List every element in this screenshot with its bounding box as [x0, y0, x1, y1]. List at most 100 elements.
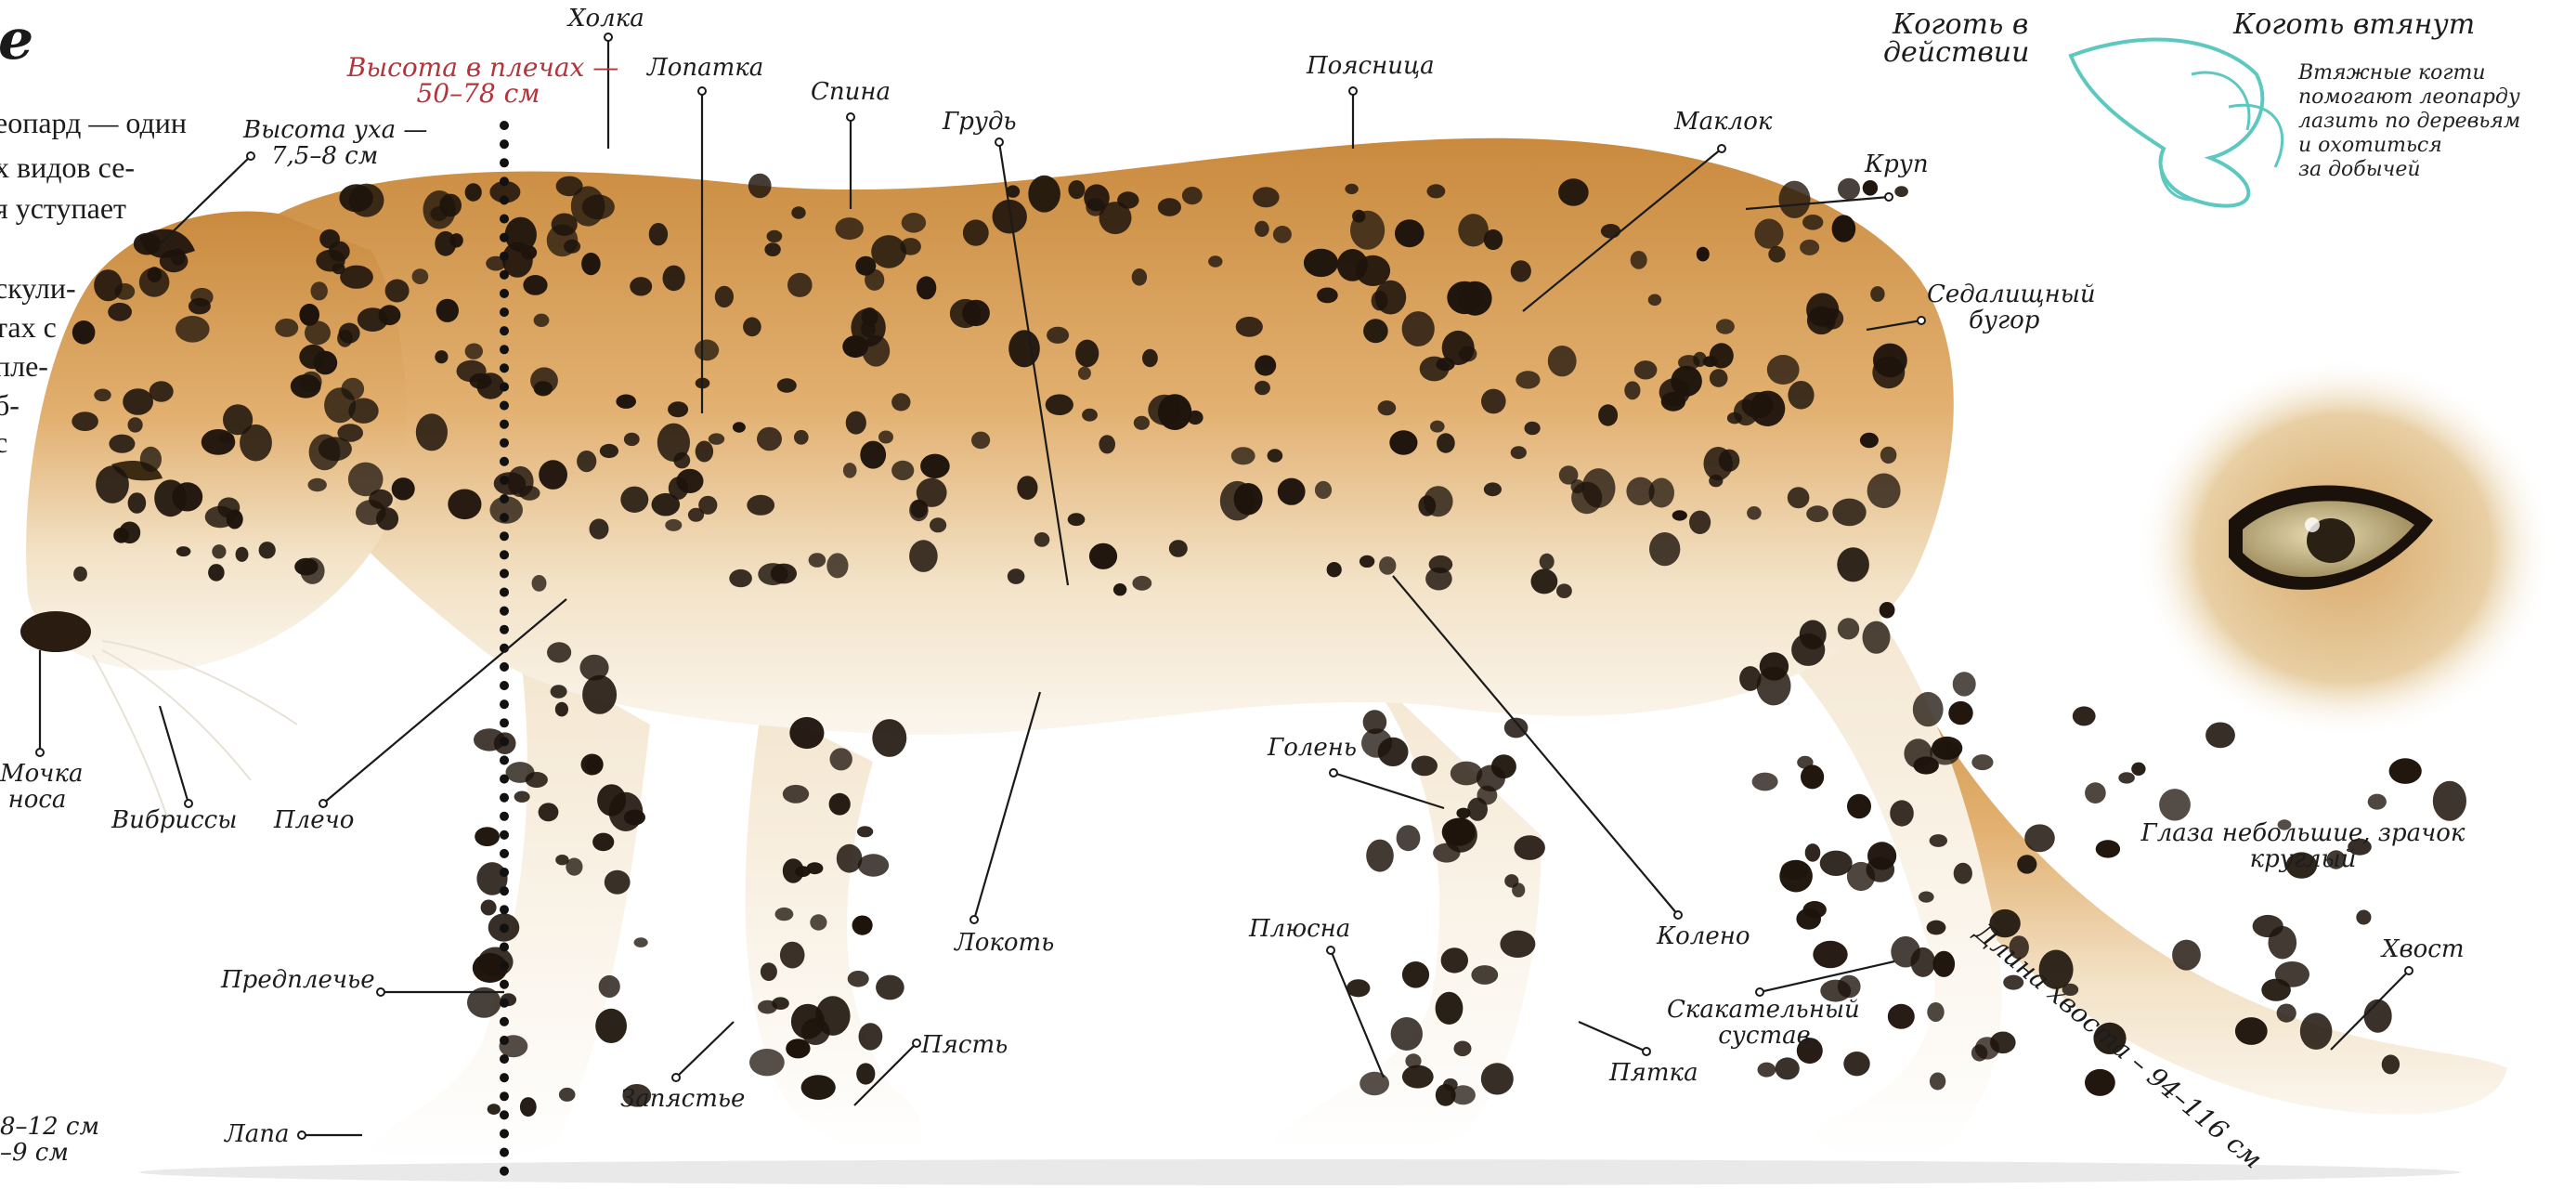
rosette-spot: [2382, 1054, 2400, 1074]
rosette-spot: [190, 288, 213, 307]
rosette-spot: [829, 793, 851, 816]
rosette-spot: [1847, 862, 1875, 891]
rosette-spot: [1034, 532, 1050, 547]
rosette-spot: [1084, 184, 1110, 211]
rosette-spot: [1768, 246, 1785, 263]
rosette-spot: [1975, 1037, 1999, 1059]
rosette-spot: [1888, 1004, 1915, 1029]
rosette-spot: [1436, 992, 1464, 1025]
rosette-spot: [94, 269, 123, 301]
rosette-spot: [767, 230, 783, 242]
rosette-spot: [826, 553, 848, 578]
rosette-spot: [72, 320, 96, 345]
rosette-spot: [2073, 706, 2096, 725]
rosette-spot: [1863, 180, 1878, 196]
rosette-spot: [665, 519, 682, 531]
claw-note-2: помогают леопарду: [2298, 85, 2520, 110]
rosette-spot: [1142, 349, 1158, 367]
rosette-spot: [871, 235, 906, 268]
rosette-spot: [176, 546, 191, 556]
rosette-spot: [715, 286, 734, 307]
rosette-spot: [1504, 874, 1518, 888]
rosette-spot: [971, 432, 990, 450]
rosette-spot: [1405, 1053, 1421, 1068]
rosette-spot: [385, 280, 410, 303]
claw-note-3: лазить по деревьям: [2298, 110, 2520, 134]
rosette-spot: [1634, 360, 1658, 379]
rosette-spot: [1758, 1063, 1776, 1078]
rosette-spot: [676, 469, 703, 493]
rosette-spot: [154, 479, 187, 516]
rosette-spot: [599, 975, 620, 998]
rosette-spot: [1624, 381, 1640, 399]
rosette-spot: [1919, 892, 1934, 903]
rosette-spot: [1797, 756, 1813, 769]
rosette-spot: [1391, 1017, 1423, 1051]
rosette-spot: [1800, 621, 1827, 650]
rosette-spot: [1366, 840, 1394, 872]
label-withers: Холка: [568, 5, 644, 33]
rosette-spot: [1429, 555, 1453, 573]
rosette-spot: [1802, 215, 1823, 230]
rosette-spot: [176, 316, 210, 343]
rosette-spot: [2118, 772, 2135, 783]
rosette-spot: [783, 785, 809, 804]
rosette-spot: [1776, 1057, 1800, 1079]
rosette-spot: [109, 435, 135, 453]
rosette-spot: [1838, 618, 1859, 639]
rosette-spot: [1820, 851, 1853, 876]
rosette-spot: [775, 908, 794, 921]
label-metatarsus: Плюсна: [1249, 915, 1350, 943]
rosette-spot: [1867, 842, 1896, 869]
label-wrist: Запястье: [620, 1085, 745, 1113]
rosette-spot: [94, 389, 111, 402]
label-whiskers: Вибриссы: [111, 806, 237, 834]
rosette-spot: [758, 563, 787, 585]
rosette-spot: [1880, 447, 1897, 464]
rosette-spot: [843, 463, 857, 478]
rosette-spot: [1075, 340, 1099, 368]
rosette-spot: [848, 971, 869, 987]
rosette-spot: [649, 223, 668, 245]
rosette-spot: [1873, 344, 1907, 378]
rosette-spot: [842, 335, 868, 358]
rosette-spot: [1880, 602, 1895, 619]
rosette-spot: [1418, 495, 1436, 516]
rosette-spot: [1451, 762, 1483, 786]
label-back: Спина: [811, 78, 891, 106]
rosette-spot: [2389, 758, 2422, 784]
rosette-spot: [688, 508, 704, 522]
claw-action-label-2: действии: [1883, 39, 2029, 67]
rosette-spot: [539, 803, 559, 821]
rosette-spot: [160, 250, 189, 272]
rosette-spot: [1927, 1002, 1944, 1022]
rosette-spot: [772, 997, 789, 1010]
rosette-spot: [764, 242, 780, 256]
rosette-spot: [308, 478, 327, 491]
rosette-spot: [348, 463, 384, 497]
rosette-spot: [1345, 184, 1358, 194]
rosette-spot: [1253, 187, 1280, 207]
intro-line-9: с: [0, 424, 7, 461]
rosette-spot: [1504, 718, 1529, 738]
label-hip: Маклок: [1674, 108, 1772, 136]
label-knee: Колено: [1657, 922, 1750, 950]
rosette-spot: [902, 213, 926, 233]
rosette-spot: [836, 217, 864, 240]
rosette-spot: [1582, 468, 1616, 508]
rosette-spot: [520, 1097, 537, 1117]
rosette-spot: [1437, 433, 1455, 452]
rosette-spot: [1158, 198, 1181, 216]
eye-closeup: [2136, 358, 2554, 738]
rosette-spot: [2368, 794, 2387, 810]
rosette-spot: [852, 916, 873, 935]
rosette-spot: [1860, 433, 1879, 448]
rosette-spot: [423, 190, 456, 229]
rosette-spot: [299, 345, 326, 369]
label-hock-2: сустав: [1672, 1022, 1857, 1050]
rosette-spot: [392, 477, 415, 500]
rosette-spot: [1704, 447, 1733, 480]
rosette-spot: [376, 507, 398, 530]
rosette-spot: [1930, 1073, 1945, 1091]
heading-fragment: е: [0, 7, 33, 72]
